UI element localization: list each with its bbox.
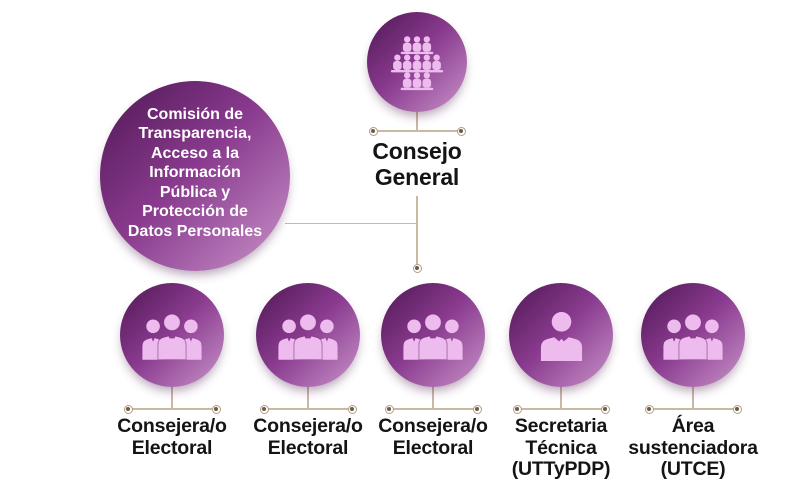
connector-node	[456, 126, 466, 136]
bar-line	[264, 408, 352, 410]
bar-line	[128, 408, 216, 410]
root-label: Consejo General	[372, 138, 462, 190]
connector-node	[512, 404, 522, 414]
root-bar-line	[373, 130, 461, 132]
commission-label: Comisión de Transparencia, Acceso a la I…	[127, 105, 263, 240]
stub-line	[432, 387, 434, 409]
stub-line	[560, 387, 562, 409]
person-icon	[540, 311, 582, 361]
connector-node	[600, 404, 610, 414]
child-bubble	[641, 283, 745, 387]
child-bubble	[120, 283, 224, 387]
connector-node	[732, 404, 742, 414]
org-node-consejera-3: Consejera/o Electoral	[348, 283, 518, 488]
org-node-secretaria-tecnica: Secretaria Técnica (UTTyPDP)	[476, 283, 646, 488]
connector-node	[123, 404, 133, 414]
group-icon	[142, 313, 202, 360]
bar-line	[649, 408, 737, 410]
child-label: Consejera/o Electoral	[117, 415, 227, 459]
connector-node	[644, 404, 654, 414]
connector-node	[368, 126, 378, 136]
assembly-icon	[390, 35, 444, 90]
stub-line	[692, 387, 694, 409]
org-node-area-sustenciadora: Área sustenciadora (UTCE)	[608, 283, 778, 488]
bar-line	[389, 408, 477, 410]
child-label: Consejera/o Electoral	[378, 415, 488, 459]
connector-node	[384, 404, 394, 414]
org-node-consejera-1: Consejera/o Electoral	[87, 283, 257, 488]
group-icon	[663, 313, 723, 360]
group-icon	[403, 313, 463, 360]
connector-node	[472, 404, 482, 414]
root-drop-line	[416, 196, 418, 268]
connector-node	[211, 404, 221, 414]
child-label: Consejera/o Electoral	[253, 415, 363, 459]
connector-node	[259, 404, 269, 414]
connector-node	[412, 263, 422, 273]
child-bubble	[381, 283, 485, 387]
child-label: Secretaria Técnica (UTTyPDP)	[511, 415, 611, 480]
root-bubble	[367, 12, 467, 112]
child-label: Área sustenciadora (UTCE)	[628, 415, 758, 480]
root-stub-line	[416, 112, 418, 131]
child-bubble	[509, 283, 613, 387]
child-bubble	[256, 283, 360, 387]
commission-branch-line	[285, 222, 416, 225]
group-icon	[278, 313, 338, 360]
stub-line	[307, 387, 309, 409]
stub-line	[171, 387, 173, 409]
bar-line	[517, 408, 605, 410]
commission-bubble: Comisión de Transparencia, Acceso a la I…	[100, 81, 290, 271]
org-node-consejera-2: Consejera/o Electoral	[223, 283, 393, 488]
connector-node	[347, 404, 357, 414]
